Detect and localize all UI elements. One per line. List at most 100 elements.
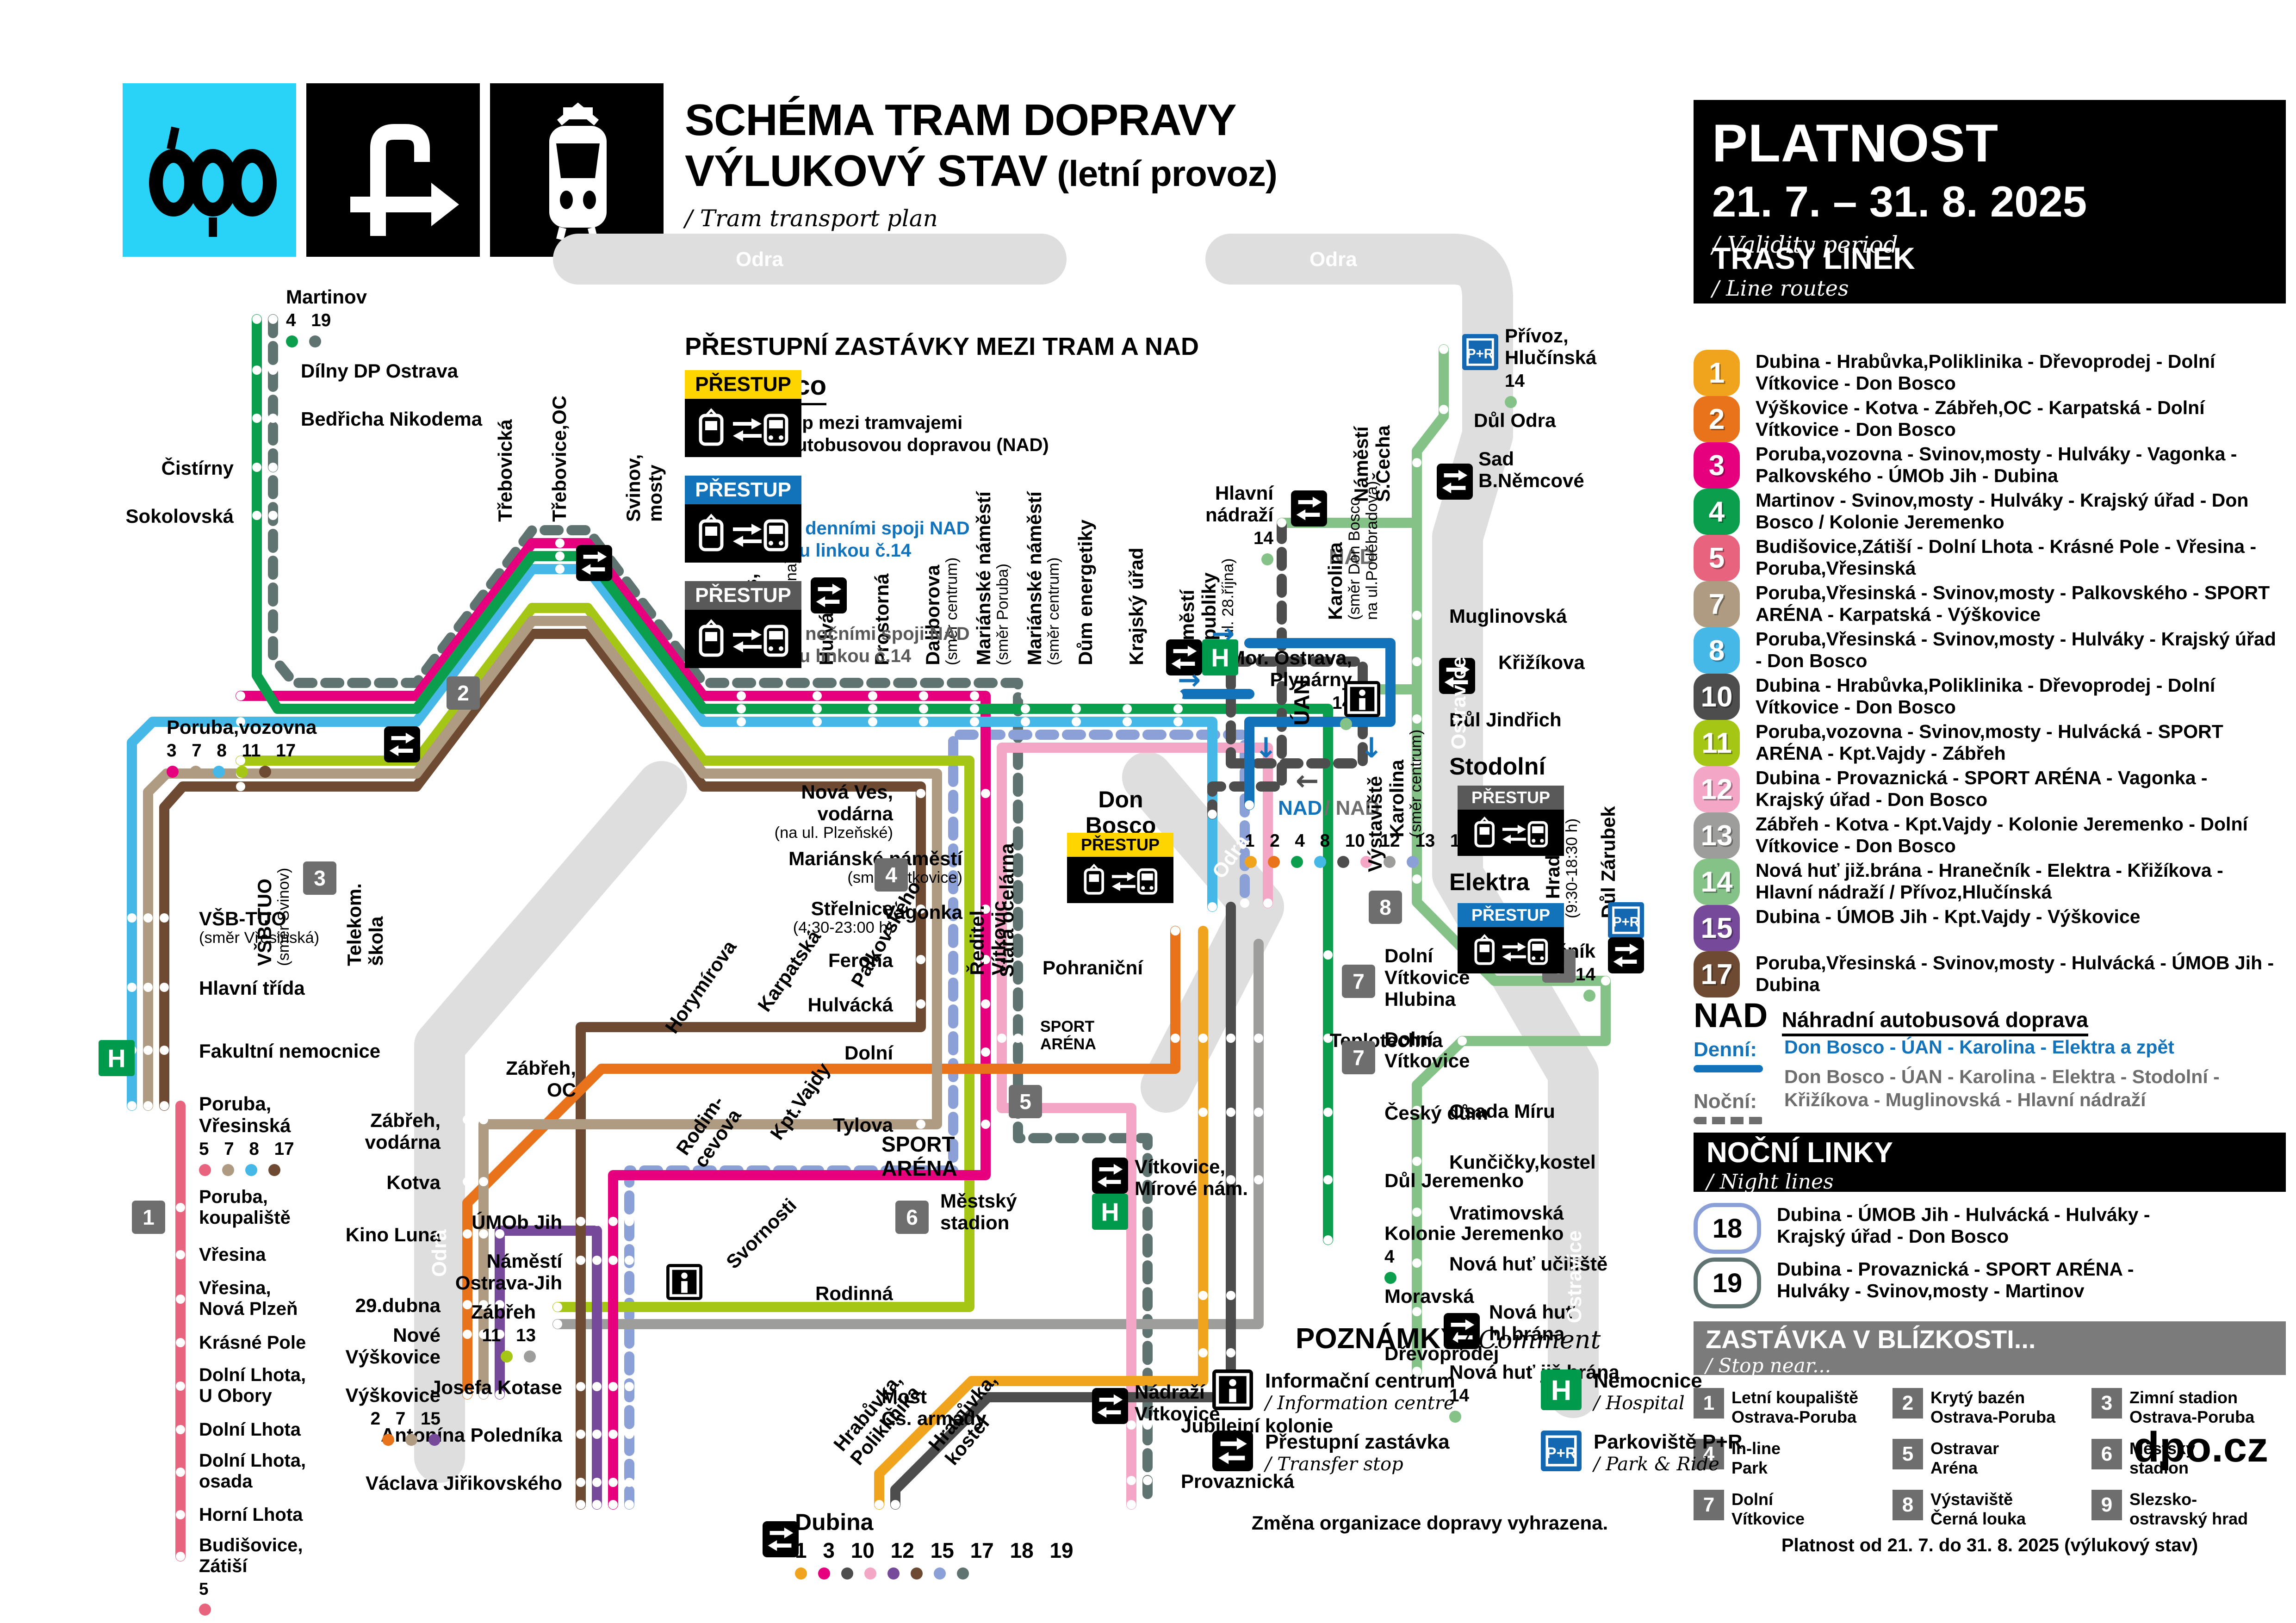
station-label-český-dům[interactable]: Český dům xyxy=(1384,1102,1488,1124)
station-label-ferona[interactable]: Ferona xyxy=(828,949,893,971)
station-label-třebovice,oc[interactable]: Třebovice,OC xyxy=(548,396,570,522)
station-label-muglinovská[interactable]: Muglinovská xyxy=(1449,605,1567,627)
station-label-dolní-lhota,-osada[interactable]: Dolní Lhota, osada xyxy=(199,1450,306,1492)
station-label-krajský-úřad[interactable]: Krajský úřad xyxy=(1125,548,1147,665)
station-label-sport-aréna[interactable]: SPORT ARÉNA xyxy=(1040,1018,1096,1053)
station-label-nádraží-vítkovice[interactable]: Nádraží Vítkovice xyxy=(1135,1381,1220,1425)
station-label-vagonka[interactable]: Vagonka xyxy=(882,901,962,923)
station-label-svornosti[interactable]: Svornosti xyxy=(722,1194,800,1273)
station-label-nové-výškovice[interactable]: Nové Výškovice xyxy=(346,1324,441,1368)
station-label-pohraniční[interactable]: Pohraniční xyxy=(1043,957,1143,979)
station-label-elektra[interactable]: Elektra xyxy=(1449,869,1529,896)
station-label-svinov,-mosty[interactable]: Svinov, mosty xyxy=(622,454,666,522)
station-label-kunčičky,kostel[interactable]: Kunčičky,kostel xyxy=(1449,1151,1596,1173)
station-label-výstaviště[interactable]: Výstaviště xyxy=(1364,776,1386,872)
station-label-moravská[interactable]: Moravská xyxy=(1384,1285,1474,1307)
station-label-úan[interactable]: ÚAN xyxy=(1290,679,1314,725)
station-label-hlavní-třída[interactable]: Hlavní třída xyxy=(199,977,305,999)
station-label-dřevoprodej[interactable]: Dřevoprodej xyxy=(1384,1343,1499,1364)
station-label-sport-aréna[interactable]: SPORT ARÉNA xyxy=(881,1132,957,1180)
station-label-29.dubna[interactable]: 29.dubna xyxy=(355,1295,441,1316)
station-label-dílny-dp-ostrava[interactable]: Dílny DP Ostrava xyxy=(301,360,458,382)
station-label-/-nad[interactable]: / NAD xyxy=(1324,797,1380,819)
station-label-dolní-lhota,-u-obory[interactable]: Dolní Lhota, U Obory xyxy=(199,1365,306,1406)
station-label-křižíkova[interactable]: Křižíkova xyxy=(1498,651,1585,673)
station-label-rodim--cevova[interactable]: Rodim- cevova xyxy=(672,1092,746,1171)
dpo-site[interactable]: dpo.cz xyxy=(2133,1424,2268,1471)
station-label-kotva[interactable]: Kotva xyxy=(386,1171,441,1193)
station-label-městský-stadion[interactable]: Městský stadion xyxy=(940,1190,1017,1233)
station-label-václava-jiřikovského[interactable]: Václava Jiřikovského xyxy=(366,1472,562,1494)
station-label-most-čs.-armády[interactable]: Most Čs. armády xyxy=(881,1386,986,1429)
station-label-fakultní-nemocnice[interactable]: Fakultní nemocnice xyxy=(199,1040,380,1062)
station-label-provaznická[interactable]: Provaznická xyxy=(1181,1470,1294,1492)
station-label-osada-míru[interactable]: Osada Míru xyxy=(1449,1100,1555,1122)
station-label-tylova[interactable]: Tylova xyxy=(833,1114,893,1136)
station-label-důl-zárubek[interactable]: Důl Zárubek xyxy=(1597,806,1619,918)
station-label-dolní-vítkovice[interactable]: Dolní Vítkovice xyxy=(1384,1028,1470,1072)
station-label-vítkovice,-mírové-nám.[interactable]: Vítkovice, Mírové nám. xyxy=(1135,1156,1248,1199)
station-label-vratimovská[interactable]: Vratimovská xyxy=(1449,1202,1564,1224)
station-label-střelnice[interactable]: Střelnice(4:30-23:00 h) xyxy=(793,898,893,937)
station-label-kpt.vajdy[interactable]: Kpt.Vajdy xyxy=(766,1059,834,1144)
station-label-úmob-jih[interactable]: ÚMOb Jih xyxy=(472,1211,562,1233)
station-label-zábřeh,-vodárna[interactable]: Zábřeh, vodárna xyxy=(365,1109,441,1153)
station-label-rodinná[interactable]: Rodinná xyxy=(815,1282,893,1304)
station-label-dolní-lhota[interactable]: Dolní Lhota xyxy=(199,1419,301,1440)
station-label-stodolní[interactable]: Stodolní xyxy=(1449,753,1545,780)
station-label-josefa-kotase[interactable]: Josefa Kotase xyxy=(430,1376,562,1398)
station-label-zábřeh,-oc[interactable]: Zábřeh, OC xyxy=(506,1057,576,1101)
station-label-horní-lhota[interactable]: Horní Lhota xyxy=(199,1505,303,1525)
station-label-čistírny[interactable]: Čistírny xyxy=(161,457,234,479)
station-label-náměstí-ostrava-jih[interactable]: Náměstí Ostrava-Jih xyxy=(455,1250,562,1294)
station-label-nová-huť-hl.brána[interactable]: Nová huť hl.brána xyxy=(1489,1301,1575,1344)
station-label-poruba,-koupaliště[interactable]: Poruba, koupaliště xyxy=(199,1187,291,1228)
station-label-vřesina,-nová-plzeň[interactable]: Vřesina, Nová Plzeň xyxy=(199,1278,298,1319)
station-label-dolní[interactable]: Dolní xyxy=(844,1042,893,1064)
station-label-karolina[interactable]: Karolina(směr Don Bosco na ul.Poděbradov… xyxy=(1324,481,1381,620)
station-label-dům-energetiky[interactable]: Dům energetiky xyxy=(1074,520,1096,665)
station-label-důl-odra[interactable]: Důl Odra xyxy=(1474,409,1556,431)
station-label-nad[interactable]: NAD xyxy=(1278,797,1322,819)
station-label-antonína-poledníka[interactable]: Antonína Poledníka xyxy=(381,1424,562,1446)
station-label-důl-jeremenko[interactable]: Důl Jeremenko xyxy=(1384,1170,1524,1191)
station-label-důl-jindřich[interactable]: Důl Jindřich xyxy=(1449,709,1562,731)
station-label-nums-110[interactable]: 1 2 4 8 10 12 13 18 xyxy=(1245,828,1470,868)
station-label-dolní-vítkovice-hlubina[interactable]: Dolní Vítkovice Hlubina xyxy=(1384,945,1470,1010)
station-label-don-bosco[interactable]: Don Bosco xyxy=(1086,787,1156,838)
station-label-bedřicha-nikodema[interactable]: Bedřicha Nikodema xyxy=(301,408,482,430)
station-label-kino-luna[interactable]: Kino Luna xyxy=(346,1224,441,1245)
station-label-hulvácká[interactable]: Hulvácká xyxy=(808,994,893,1016)
station-label-telekom.-škola[interactable]: Telekom. škola xyxy=(343,883,387,966)
station-label-vřesina[interactable]: Vřesina xyxy=(199,1245,266,1265)
station-label-všb-tuo[interactable]: VŠB-TUO(směr Vřesinská) xyxy=(199,908,319,947)
station-label-stará-ocelárna[interactable]: Stará ocelárna xyxy=(996,843,1018,978)
station-label-karolina[interactable]: Karolina(směr centrum) xyxy=(1386,730,1425,837)
